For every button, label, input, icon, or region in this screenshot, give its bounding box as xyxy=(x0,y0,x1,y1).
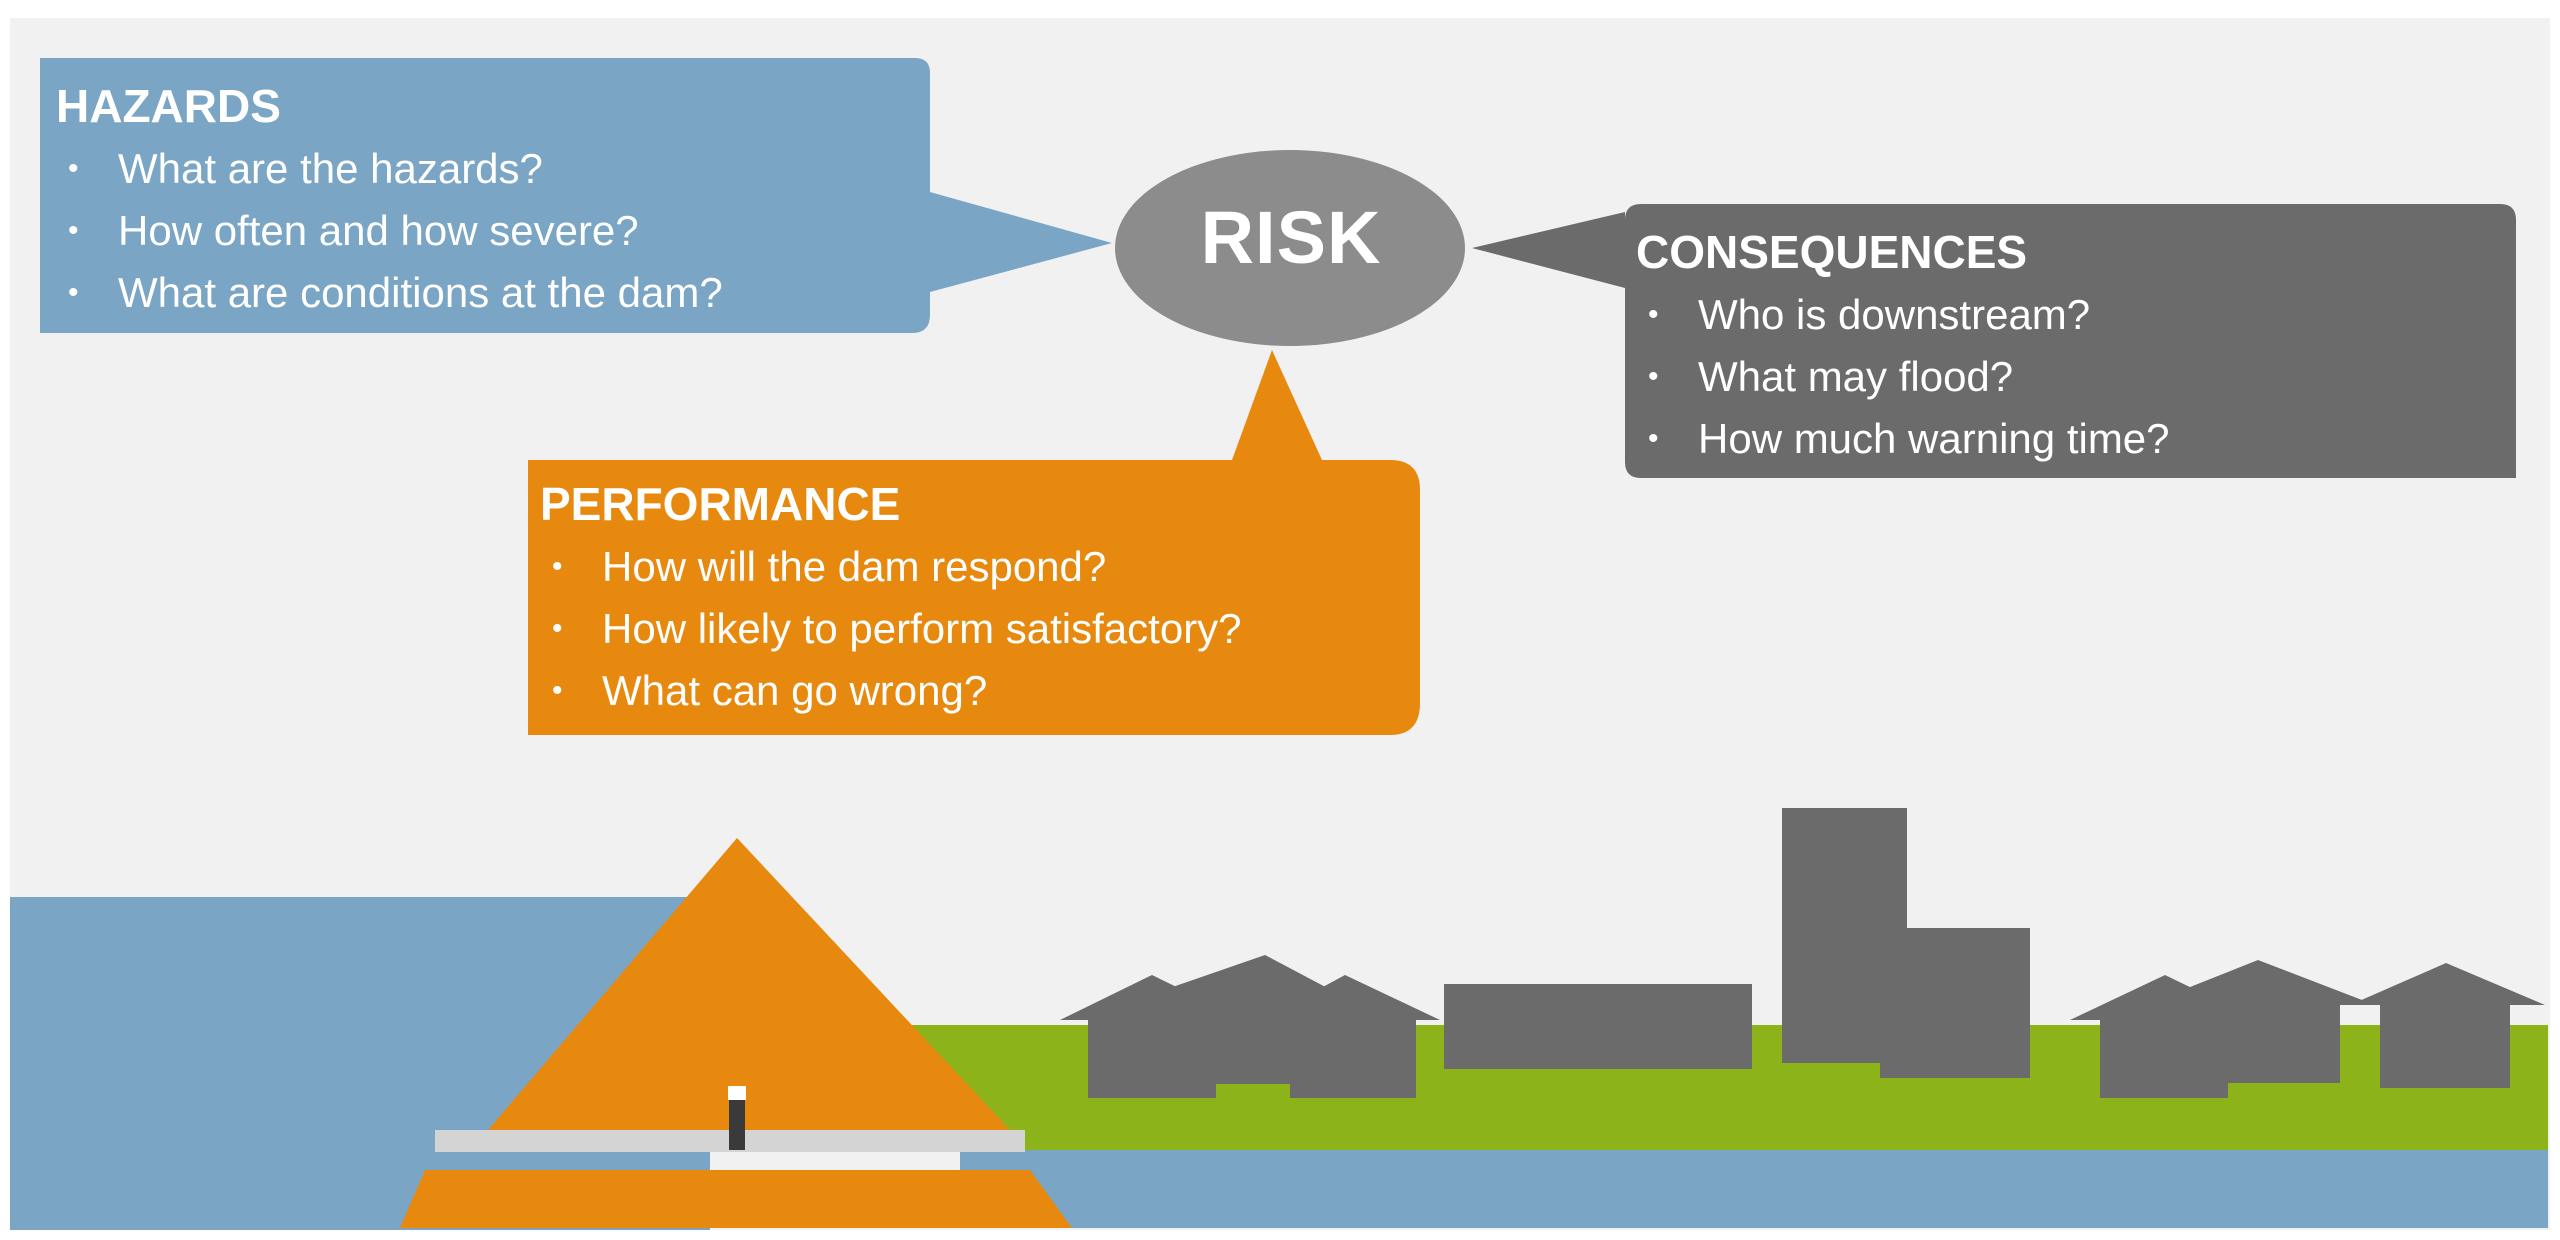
risk-label: RISK xyxy=(1200,196,1382,279)
hazards-item: What are conditions at the dam? xyxy=(56,262,723,324)
intake-tower xyxy=(729,1088,745,1150)
downstream-river xyxy=(960,1150,2548,1228)
tall-building-annex xyxy=(1880,928,2030,1078)
performance-item: How will the dam respond? xyxy=(540,536,1242,598)
dam-lower xyxy=(400,1170,1072,1228)
consequences-item: What may flood? xyxy=(1636,346,2170,408)
intake-tower-cap xyxy=(728,1086,746,1100)
hazards-callout: HAZARDS What are the hazards? How often … xyxy=(56,78,723,324)
hazards-item: How often and how severe? xyxy=(56,200,723,262)
house-3-roof xyxy=(1262,975,1440,1020)
performance-title: PERFORMANCE xyxy=(540,478,901,530)
house-6 xyxy=(2380,1003,2510,1088)
long-building xyxy=(1444,984,1752,1069)
consequences-callout: CONSEQUENCES Who is downstream? What may… xyxy=(1636,224,2170,470)
house-3 xyxy=(1290,1018,1416,1098)
hazards-list: What are the hazards? How often and how … xyxy=(56,138,723,324)
house-2-roof xyxy=(1135,955,1350,1000)
dam-upper xyxy=(488,838,1010,1130)
hazards-item: What are the hazards? xyxy=(56,138,723,200)
performance-list: How will the dam respond? How likely to … xyxy=(540,536,1242,722)
consequences-title: CONSEQUENCES xyxy=(1636,226,2028,278)
consequences-item: How much warning time? xyxy=(1636,408,2170,470)
hazards-title: HAZARDS xyxy=(56,80,281,132)
house-5-roof xyxy=(2145,960,2375,1005)
performance-callout: PERFORMANCE How will the dam respond? Ho… xyxy=(540,476,1242,722)
performance-item: How likely to perform satisfactory? xyxy=(540,598,1242,660)
consequences-list: Who is downstream? What may flood? How m… xyxy=(1636,284,2170,470)
house-6-roof xyxy=(2350,963,2545,1005)
performance-item: What can go wrong? xyxy=(540,660,1242,722)
consequences-item: Who is downstream? xyxy=(1636,284,2170,346)
risk-ellipse xyxy=(1115,150,1465,346)
house-5 xyxy=(2180,1003,2340,1083)
